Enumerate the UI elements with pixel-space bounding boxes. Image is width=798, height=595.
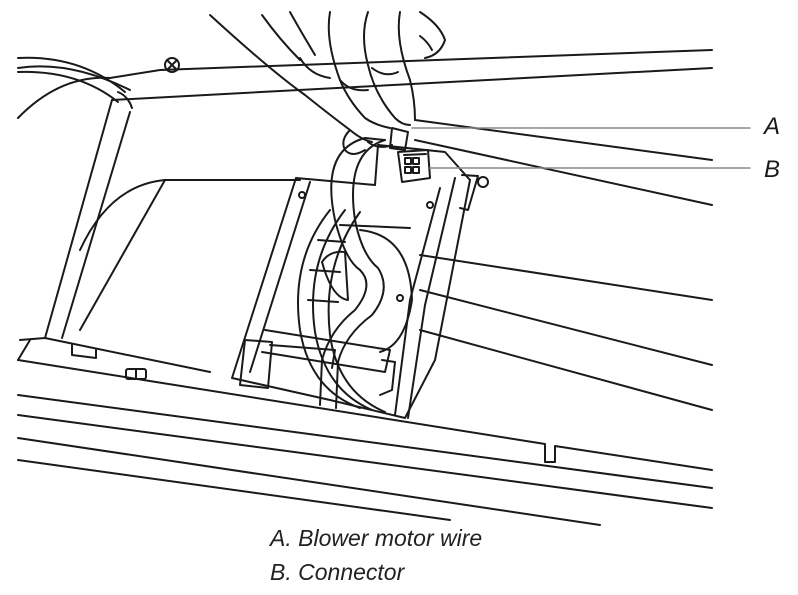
legend-item-a: A. Blower motor wire [270,525,483,551]
blower-motor-wire [319,137,386,409]
screw-icon [164,57,180,73]
motor-bracket [231,144,489,419]
leader-lines [411,127,751,169]
callout-label-a: A [764,113,781,140]
inner-cavity [79,119,713,411]
legend-item-b: B. Connector [270,559,405,585]
housing-left-frame [17,49,713,380]
connector [389,127,431,183]
callout-label-b: B [764,156,781,183]
hand [209,11,446,155]
motor-clip [239,329,396,396]
cord [17,56,133,109]
housing-outer-lines [17,359,713,526]
blower-wheel [297,209,413,413]
